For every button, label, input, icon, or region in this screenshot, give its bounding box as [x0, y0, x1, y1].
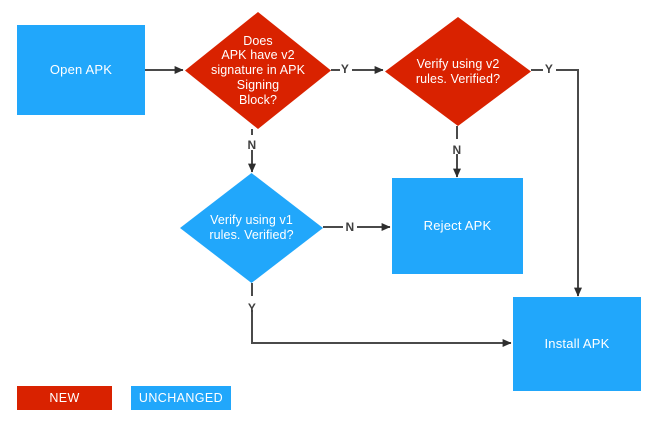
edge-label-verifyv1-no: N — [345, 220, 355, 234]
diamond-shape-verify-v1 — [180, 173, 323, 283]
diamond-shape-verify-v2 — [385, 17, 531, 126]
edge-label-v2check-yes: Y — [340, 62, 350, 76]
node-reject-apk[interactable]: Reject APK — [392, 178, 523, 274]
connector-verifyv1-yes — [251, 283, 512, 347]
node-open-apk[interactable]: Open APK — [17, 25, 145, 115]
node-verify-v2[interactable]: Verify using v2 rules. Verified? — [385, 17, 531, 126]
node-label-verify-v1: Verify using v1 rules. Verified? — [209, 213, 294, 242]
diamond-shape-has-v2-signature — [185, 12, 331, 129]
node-verify-v1[interactable]: Verify using v1 rules. Verified? — [180, 173, 323, 283]
legend-item-unchanged: UNCHANGED — [131, 386, 231, 410]
connector-verifyv2-yes — [531, 69, 582, 297]
node-has-v2-signature[interactable]: Does APK have v2 signature in APK Signin… — [185, 12, 331, 129]
edge-label-verifyv1-yes: Y — [247, 301, 257, 315]
edge-label-verifyv2-yes: Y — [544, 62, 554, 76]
edge-label-verifyv2-no: N — [452, 143, 462, 157]
legend-item-new: NEW — [17, 386, 112, 410]
edge-label-v2check-no: N — [247, 138, 257, 152]
node-label-has-v2-signature: Does APK have v2 signature in APK Signin… — [210, 33, 306, 107]
node-install-apk[interactable]: Install APK — [513, 297, 641, 391]
node-label-verify-v2: Verify using v2 rules. Verified? — [415, 56, 501, 86]
